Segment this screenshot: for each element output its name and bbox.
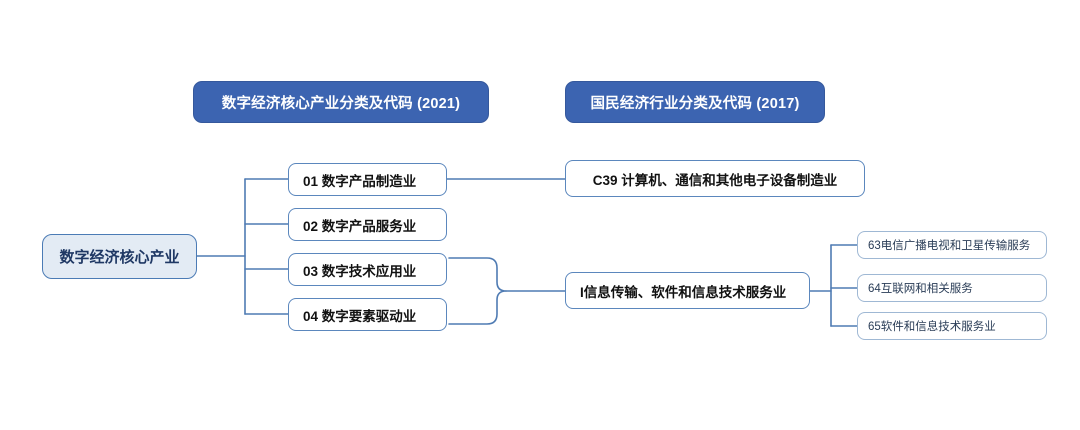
subitem-node-64: 64互联网和相关服务 — [857, 274, 1047, 302]
root-node-digital-economy-core-industry: 数字经济核心产业 — [42, 234, 197, 279]
industry-node-i: I信息传输、软件和信息技术服务业 — [565, 272, 810, 309]
header-banner-digital-economy: 数字经济核心产业分类及代码 (2021) — [193, 81, 489, 123]
subitem-node-65: 65软件和信息技术服务业 — [857, 312, 1047, 340]
category-node-02: 02 数字产品服务业 — [288, 208, 447, 241]
category-node-03: 03 数字技术应用业 — [288, 253, 447, 286]
category-node-01: 01 数字产品制造业 — [288, 163, 447, 196]
industry-node-c39: C39 计算机、通信和其他电子设备制造业 — [565, 160, 865, 197]
subitem-node-63: 63电信广播电视和卫星传输服务 — [857, 231, 1047, 259]
connector-brace-merge — [448, 257, 507, 325]
header-banner-national-economy: 国民经济行业分类及代码 (2017) — [565, 81, 825, 123]
category-node-04: 04 数字要素驱动业 — [288, 298, 447, 331]
